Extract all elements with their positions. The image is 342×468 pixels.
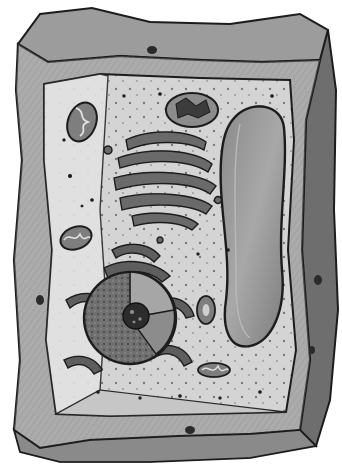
mitochondrion	[197, 296, 215, 324]
chloroplast	[166, 93, 218, 127]
central-vacuole	[221, 106, 285, 346]
mitochondrion	[198, 363, 230, 377]
nucleolus	[123, 303, 149, 329]
